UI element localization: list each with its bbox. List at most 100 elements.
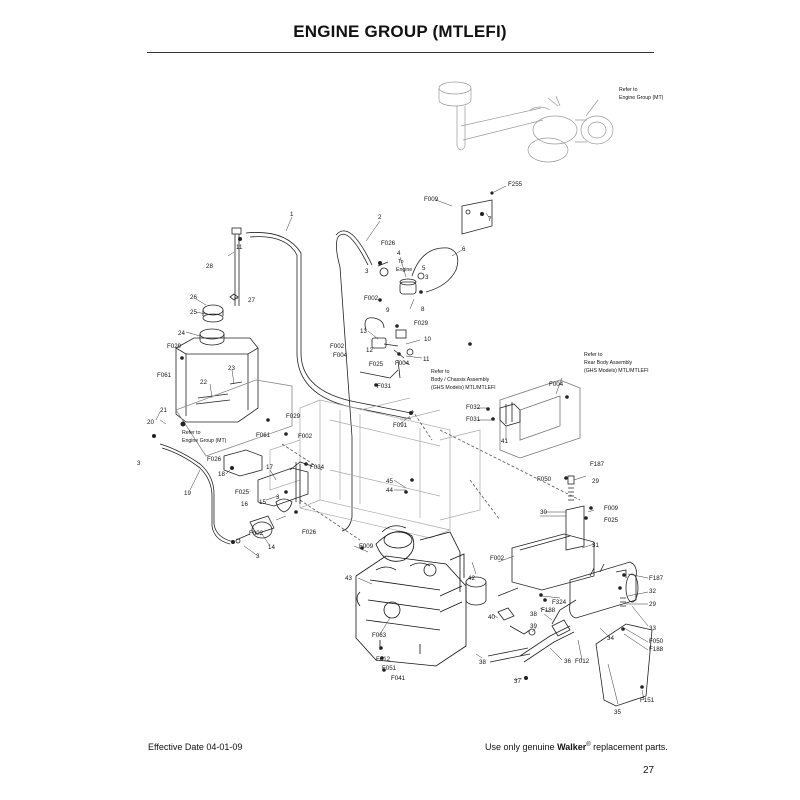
vent-line-28 [234,234,240,306]
callout-42: 42 [468,575,475,582]
callout-F061: F061 [157,372,172,379]
callout-F026: F026 [302,529,317,536]
callout-1: 1 [290,211,294,218]
callout-4: 4 [397,250,401,257]
ref-engine-mt-top-l2: Engine Group (MT) [619,95,664,101]
callout-29: 29 [592,478,599,485]
callout-F002: F002 [490,555,505,562]
ref-rear-body-l2: Rear Body Assembly [584,360,633,366]
callout-38: 38 [479,659,486,666]
callout-36: 36 [564,658,571,665]
callout-34: 34 [607,635,614,642]
callout-F187: F187 [649,575,664,582]
genuine-pre: Use only genuine [485,742,558,752]
fuel-line-19 [159,443,235,543]
callout-F012: F012 [575,658,590,665]
callout-F255: F255 [508,181,523,188]
callout-F151: F151 [640,697,655,704]
callout-F034: F034 [310,464,325,471]
callout-F004: F004 [395,360,410,367]
callout-7: 7 [488,216,492,223]
callout-F026: F026 [207,456,222,463]
callout-F050: F050 [649,638,664,645]
reference-notes: Refer to Engine Group (MT) Refer to Body… [182,87,664,444]
to-engine-l2: Engine [396,267,412,273]
tank-support [175,379,293,457]
page-number: 27 [643,765,655,776]
callout-F026: F026 [381,240,396,247]
fuel-filter-drawing [377,261,425,295]
callout-35: 35 [614,709,621,716]
callout-F002: F002 [249,530,264,537]
ref-engine-mt-left-l1: Refer to [182,430,201,436]
ref-body-chassis-l1: Refer to [431,369,450,375]
fuel-tank-drawing [175,304,259,423]
callout-25: 25 [190,309,197,316]
callout-F002: F002 [364,295,379,302]
callout-27: 27 [248,297,255,304]
callout-F012: F012 [376,656,391,663]
callout-16: 16 [241,501,248,508]
callout-24: 24 [178,330,185,337]
fuel-line-2 [336,233,369,532]
callout-11: 11 [423,356,430,363]
callout-F063: F063 [372,632,387,639]
ref-rear-body-l1: Refer to [584,352,603,358]
callout-F031: F031 [466,416,481,423]
ref-engine-mt-top-l1: Refer to [619,87,638,93]
callout-43: 43 [345,575,352,582]
callout-30: 30 [540,509,547,516]
callout-31: 31 [592,542,599,549]
callout-F188: F188 [649,646,664,653]
title-rule [147,52,654,53]
callout-6: 6 [462,246,466,253]
page-title: ENGINE GROUP (MTLEFI) [293,22,507,41]
exhaust-pipe-36 [519,625,575,663]
bracket-18 [223,449,263,477]
bracket-30 [565,505,585,551]
callout-32: 32 [649,588,656,595]
heat-shield-31 [511,533,595,591]
callout-F004: F004 [549,381,564,388]
callout-26: 26 [190,294,197,301]
callout-17: 17 [266,464,273,471]
callout-28: 28 [206,263,213,270]
callout-F324: F324 [552,599,567,606]
callout-40: 40 [488,614,495,621]
engine-drawing [355,525,467,667]
callout-3: 3 [276,494,280,501]
callouts: 1 2 3 3 3 3 3 4 5 6 7 8 9 10 11 11 12 13… [137,181,664,716]
callout-5: 5 [422,265,426,272]
callout-37: 37 [514,678,521,685]
callout-38: 38 [530,611,537,618]
callout-F025: F025 [604,517,619,524]
callout-F025: F025 [235,489,250,496]
air-cleaner-drawing [438,81,614,163]
leader-dashes [281,409,581,541]
ref-body-chassis-l3: (GHS Models) MTL/MTLEFI [431,385,496,391]
callout-F061: F061 [256,432,271,439]
callout-F031: F031 [377,383,392,390]
callout-19: 19 [184,490,191,497]
exhaust-pipe-38 [487,647,531,663]
callout-10: 10 [424,336,431,343]
fuel-line-2b [335,230,373,266]
callout-41: 41 [501,438,508,445]
callout-8: 8 [421,306,425,313]
ref-engine-mt-left-l2: Engine Group (MT) [182,438,227,444]
registered-mark: ® [586,742,591,748]
callout-14: 14 [268,544,275,551]
callout-21: 21 [160,407,167,414]
callout-F004: F004 [333,352,348,359]
regulator-drawing [359,317,414,379]
callout-F002: F002 [330,343,345,350]
callout-23: 23 [228,365,235,372]
callout-F009: F009 [424,196,439,203]
callout-33: 33 [649,625,656,632]
callout-F041: F041 [391,675,406,682]
callout-F188: F188 [541,607,556,614]
spring-29 [568,487,574,501]
leader-lines [155,185,649,705]
callout-F029: F029 [414,320,429,327]
callout-39: 39 [530,623,537,630]
